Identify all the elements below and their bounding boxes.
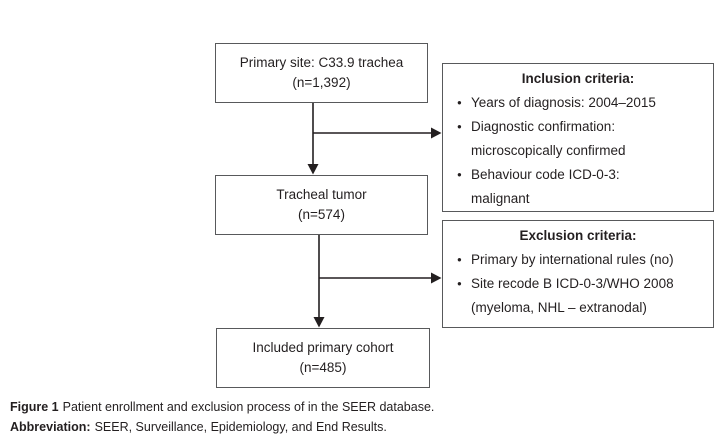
- figure-label: Figure 1: [10, 400, 59, 414]
- criteria-text: Site recode B ICD-0-3/WHO 2008: [471, 276, 674, 291]
- criteria-item: ● Primary by international rules (no): [456, 248, 707, 272]
- criteria-text: malignant: [471, 191, 530, 206]
- bullet-icon: ●: [457, 98, 462, 107]
- arrow-right-icon: [431, 272, 442, 284]
- arrow-down-icon: [313, 317, 325, 328]
- abbreviation-label: Abbreviation:: [10, 420, 91, 434]
- criteria-text: Primary by international rules (no): [471, 252, 674, 267]
- exclusion-criteria-list: ● Primary by international rules (no) ● …: [443, 248, 713, 320]
- flow-node-included-cohort: Included primary cohort (n=485): [216, 328, 430, 388]
- abbreviation-text: SEER, Surveillance, Epidemiology, and En…: [94, 420, 387, 434]
- inclusion-criteria-title: Inclusion criteria:: [521, 71, 635, 86]
- arrow-down-icon: [307, 164, 319, 175]
- criteria-item: ● Site recode B ICD-0-3/WHO 2008 (myelom…: [456, 272, 707, 320]
- bullet-icon: ●: [457, 122, 462, 131]
- bullet-icon: ●: [457, 170, 462, 179]
- node-label: Primary site: C33.9 trachea: [239, 55, 404, 70]
- node-count: (n=485): [299, 360, 347, 375]
- exclusion-criteria-title: Exclusion criteria:: [519, 228, 637, 243]
- node-label: Tracheal tumor: [276, 187, 367, 202]
- bullet-icon: ●: [457, 279, 462, 288]
- criteria-text: Behaviour code ICD-0-3:: [471, 167, 620, 182]
- node-count: (n=1,392): [292, 75, 351, 90]
- inclusion-criteria-box: Inclusion criteria: ● Years of diagnosis…: [442, 63, 714, 212]
- criteria-item: ● Behaviour code ICD-0-3: malignant: [456, 163, 707, 211]
- figure-caption-text: Patient enrollment and exclusion process…: [62, 400, 435, 414]
- flow-node-tracheal-tumor: Tracheal tumor (n=574): [215, 175, 428, 235]
- exclusion-criteria-box: Exclusion criteria: ● Primary by interna…: [442, 220, 714, 328]
- abbreviation-note: Abbreviation:SEER, Surveillance, Epidemi…: [10, 417, 710, 437]
- arrow-right-icon: [431, 127, 442, 139]
- node-label: Included primary cohort: [252, 340, 394, 355]
- node-count: (n=574): [298, 207, 345, 222]
- criteria-item: ● Diagnostic confirmation: microscopical…: [456, 115, 707, 163]
- criteria-text: Years of diagnosis: 2004–2015: [471, 95, 656, 110]
- criteria-item: ● Years of diagnosis: 2004–2015: [456, 91, 707, 115]
- bullet-icon: ●: [457, 255, 462, 264]
- criteria-text: (myeloma, NHL – extranodal): [471, 300, 647, 315]
- flow-node-primary-site: Primary site: C33.9 trachea (n=1,392): [215, 43, 428, 103]
- criteria-text: Diagnostic confirmation:: [471, 119, 616, 134]
- inclusion-criteria-list: ● Years of diagnosis: 2004–2015 ● Diagno…: [443, 91, 713, 211]
- criteria-text: microscopically confirmed: [471, 143, 626, 158]
